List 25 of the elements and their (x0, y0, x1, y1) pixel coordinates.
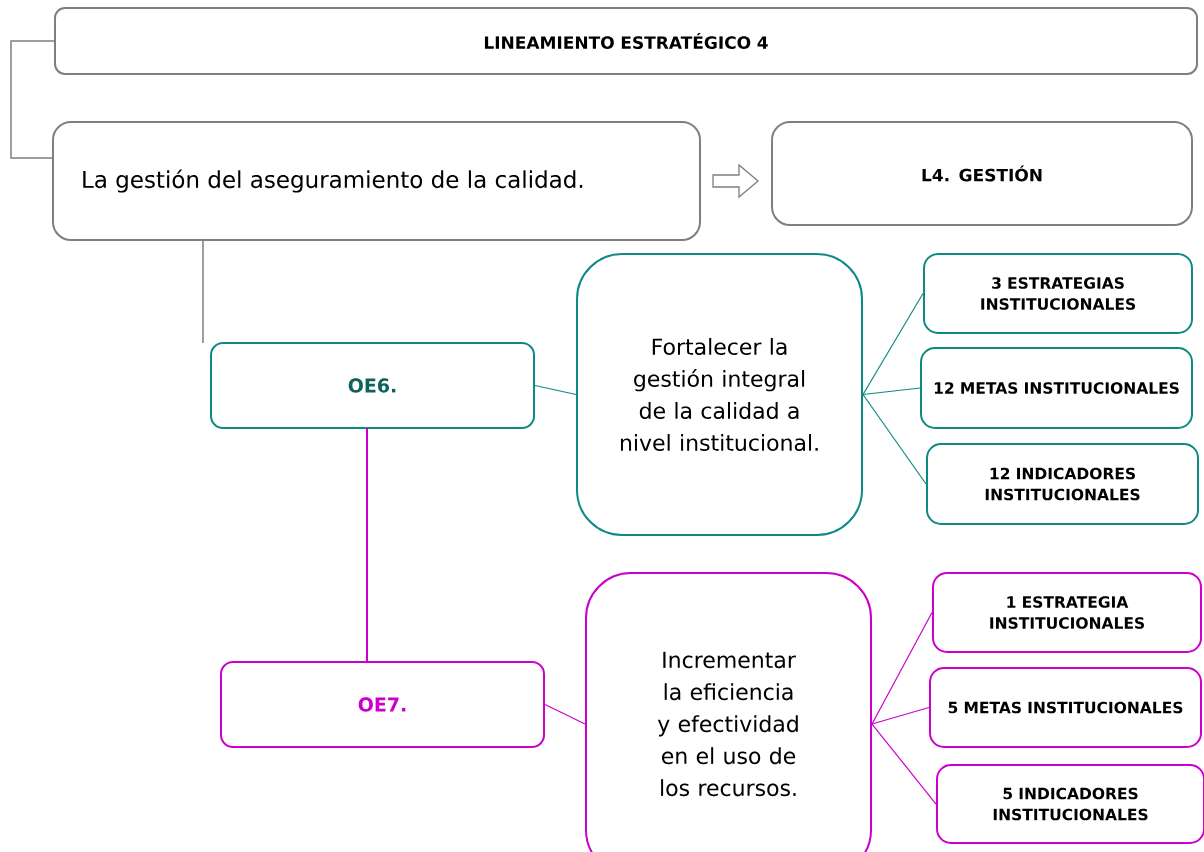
connector-line (534, 384, 577, 396)
count-box: 1 ESTRATEGIA INSTITUCIONALES (932, 572, 1202, 653)
connector-line (862, 292, 924, 396)
connector-line (366, 427, 368, 663)
description-box: Fortalecer la gestión integral de la calidad a nivel institucional. (576, 253, 863, 536)
objective-box: OE6. (210, 342, 535, 429)
count-box: 5 METAS INSTITUCIONALES (929, 667, 1202, 748)
connector-line (10, 40, 55, 159)
objective-box: OE7. (220, 661, 545, 748)
count-box: 5 INDICADORES INSTITUCIONALES (936, 764, 1204, 844)
connector-line (202, 239, 204, 344)
count-box: 12 METAS INSTITUCIONALES (920, 347, 1193, 429)
count-box: 12 INDICADORES INSTITUCIONALES (926, 443, 1199, 525)
title-box: L4. GESTIÓN (771, 121, 1193, 226)
description-box: Incrementar la eficiencia y efectividad en el uso de los recursos. (585, 572, 872, 852)
connector-line (862, 387, 921, 396)
block-arrow (712, 163, 759, 199)
connector-line (544, 703, 586, 725)
connector-line (871, 611, 933, 725)
connector-line (871, 706, 930, 725)
connector-line (871, 723, 937, 805)
title-box: LINEAMIENTO ESTRATÉGICO 4 (54, 7, 1198, 75)
text-box: La gestión del aseguramiento de la calidad. (52, 121, 701, 241)
connector-line (862, 393, 927, 485)
count-box: 3 ESTRATEGIAS INSTITUCIONALES (923, 253, 1193, 334)
